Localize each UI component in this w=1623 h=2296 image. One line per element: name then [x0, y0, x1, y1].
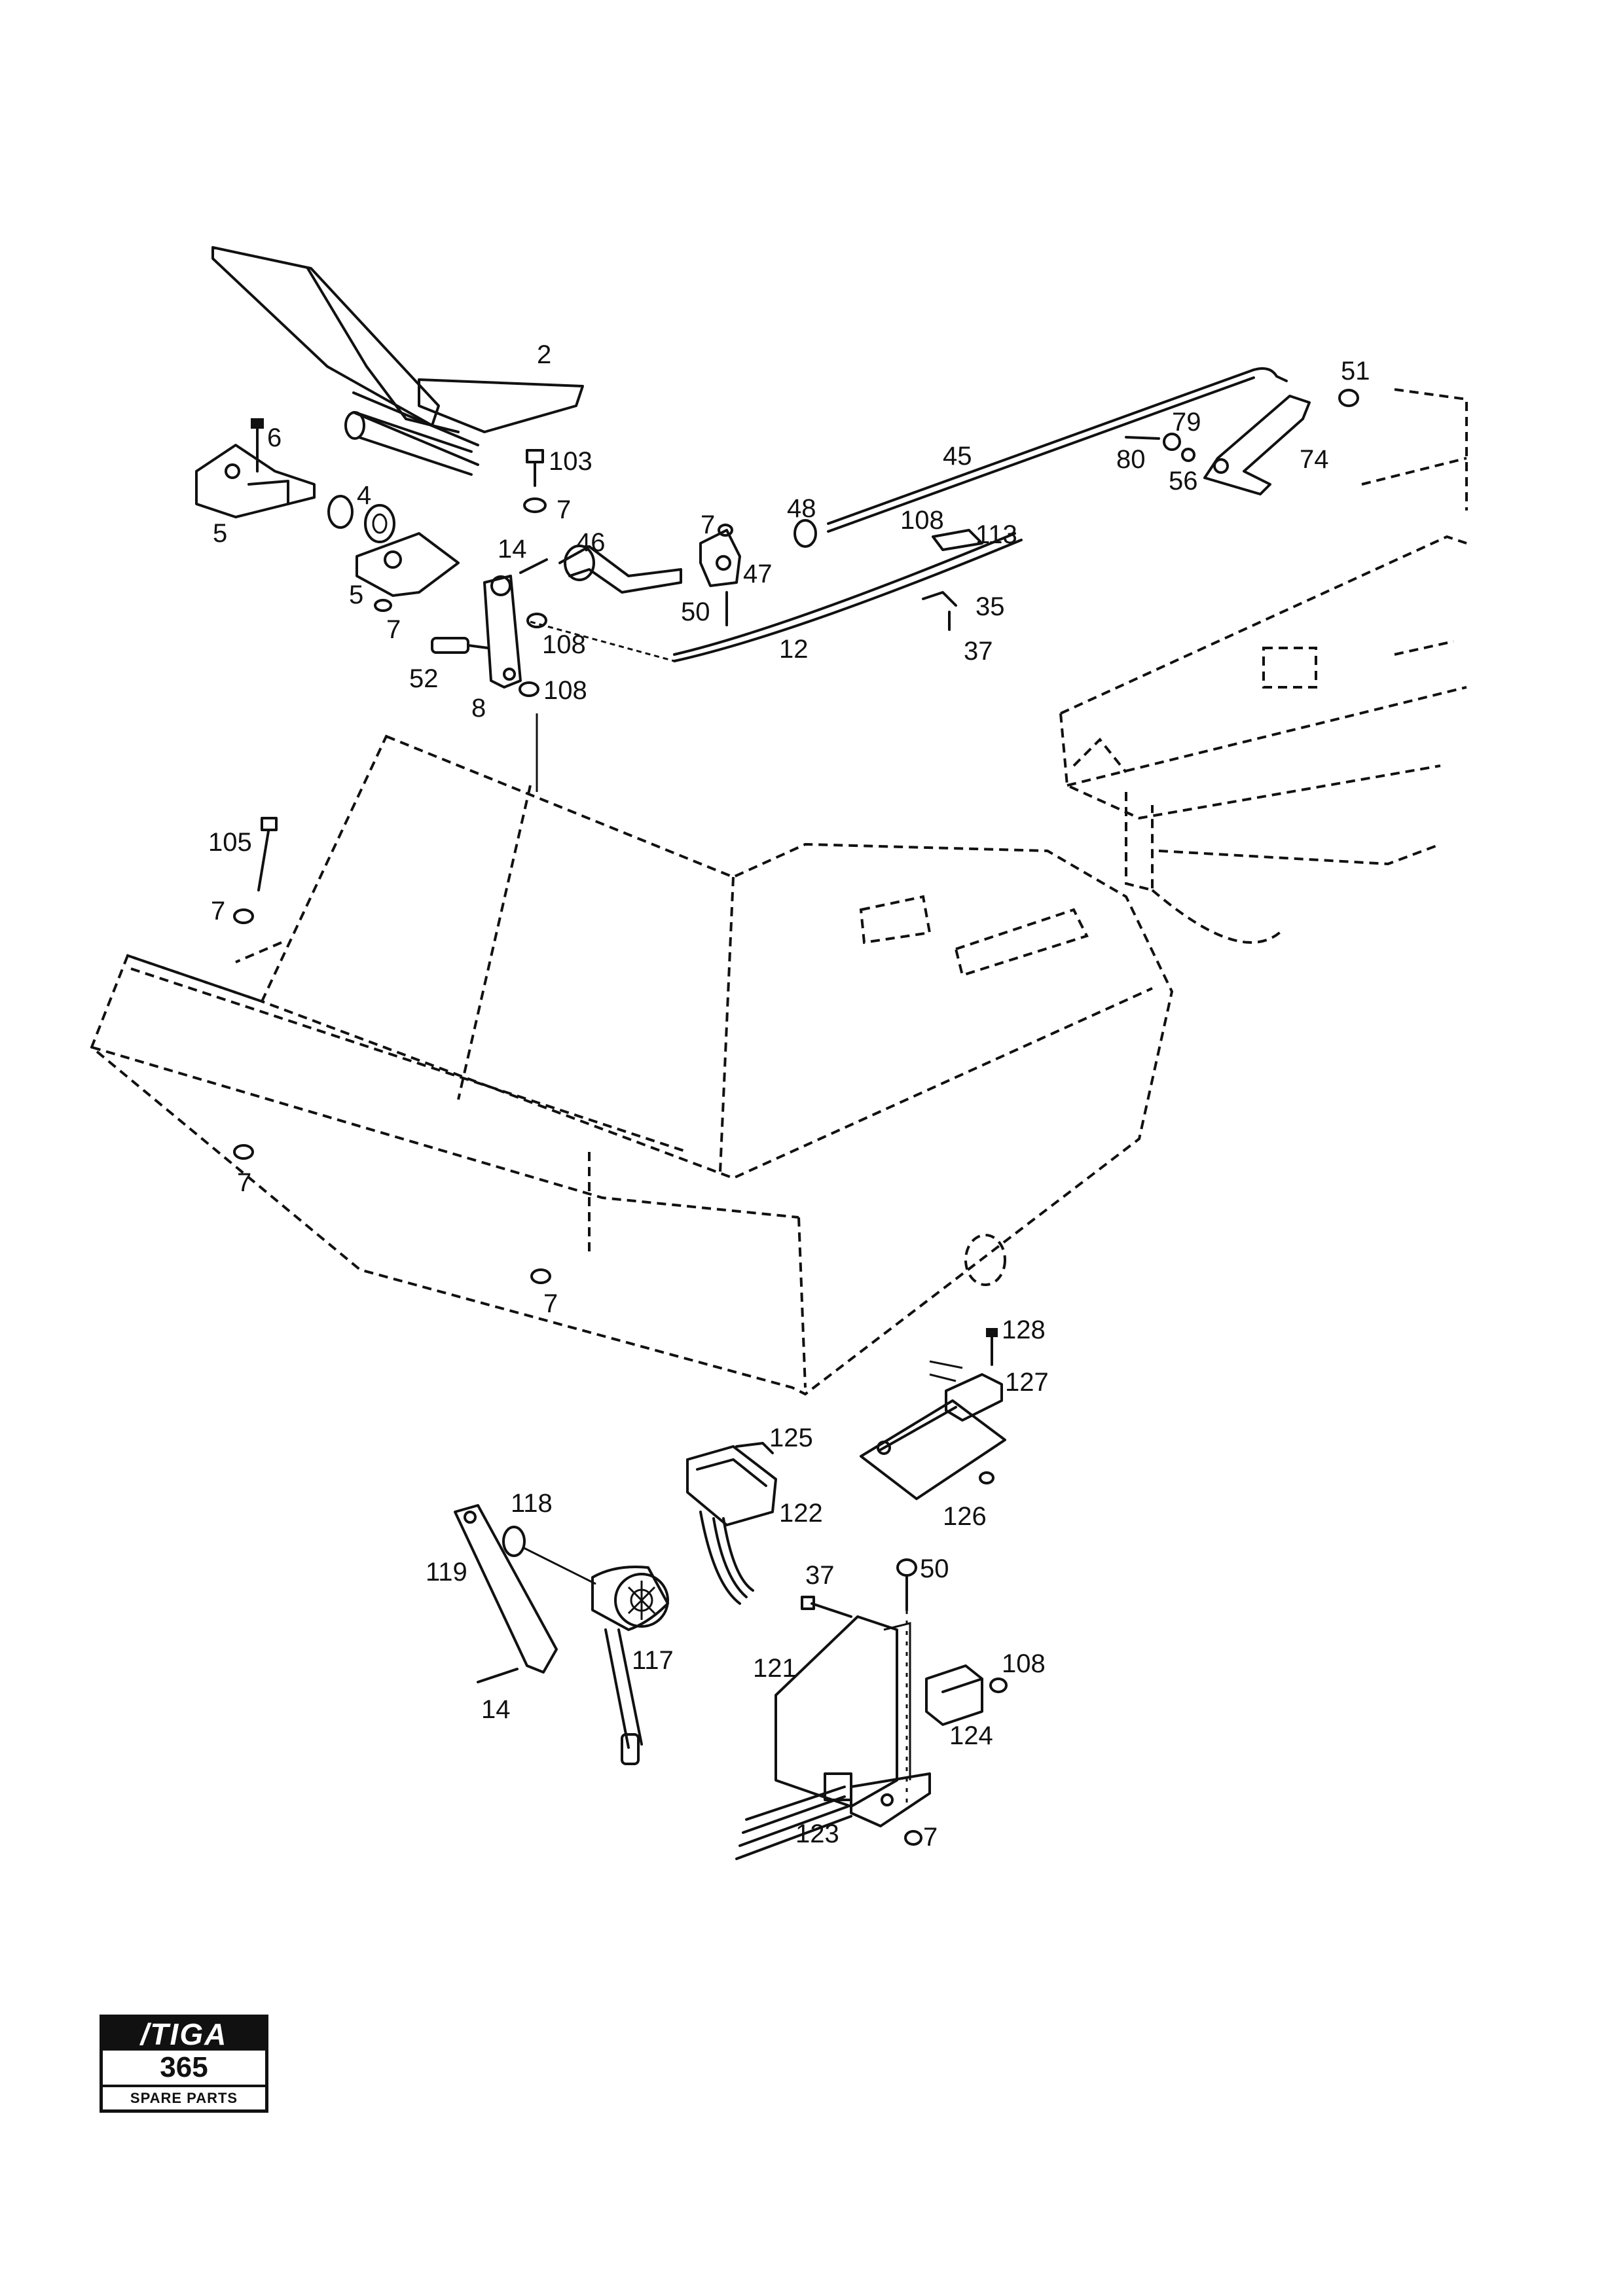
label-123: 123	[795, 1820, 839, 1848]
rod-part-45	[827, 367, 1288, 533]
label-121: 121	[753, 1654, 797, 1683]
label-48: 48	[787, 494, 816, 523]
label-12: 12	[779, 635, 809, 664]
stiga-logo: /TIGA 365 SPARE PARTS	[100, 2015, 268, 2113]
label-108b: 108	[543, 676, 587, 705]
nuts-small	[374, 599, 547, 697]
washers-79-80-56	[1125, 433, 1195, 462]
label-47: 47	[743, 560, 773, 588]
label-80: 80	[1116, 445, 1146, 474]
label-5b: 5	[349, 581, 363, 609]
label-126: 126	[943, 1502, 987, 1531]
cable-part-12	[530, 532, 1023, 662]
label-7e: 7	[237, 1168, 251, 1197]
label-45: 45	[943, 442, 972, 471]
label-108c: 108	[900, 506, 944, 535]
logo-model: 365	[103, 2051, 265, 2087]
screw-part-50	[896, 1558, 917, 1806]
nut-part-51	[1338, 389, 1359, 407]
label-56: 56	[1169, 467, 1198, 495]
label-108a: 108	[542, 630, 586, 659]
label-7d: 7	[211, 897, 225, 925]
label-113: 113	[976, 520, 1017, 549]
label-14b: 14	[481, 1695, 511, 1724]
bolt-part-103	[523, 449, 547, 513]
bracket-part-5	[195, 444, 316, 518]
lever-part-8	[483, 575, 522, 689]
label-128: 128	[1002, 1316, 1046, 1344]
clip-part-35	[922, 591, 957, 631]
label-127: 127	[1005, 1368, 1049, 1397]
bolt-part-6	[251, 418, 264, 473]
label-35: 35	[976, 592, 1005, 621]
sleeve-part-46	[558, 545, 682, 594]
label-7a: 7	[556, 495, 571, 524]
label-6: 6	[267, 423, 282, 452]
nut-part-7g	[904, 1830, 922, 1846]
bracket-part-121	[775, 1615, 931, 1827]
label-119: 119	[426, 1558, 467, 1587]
pedal-part-2	[211, 246, 584, 476]
label-50a: 50	[681, 598, 710, 626]
label-37a: 37	[964, 637, 993, 666]
pin-part-14	[519, 558, 548, 574]
bushings-part-4	[327, 495, 395, 543]
label-51: 51	[1341, 357, 1370, 386]
switch-part-127	[860, 1360, 1006, 1500]
label-7c: 7	[701, 511, 715, 539]
label-46: 46	[576, 528, 606, 557]
label-2: 2	[537, 340, 551, 369]
bolt-part-105	[233, 817, 278, 924]
label-8: 8	[471, 694, 486, 723]
nut-part-108	[989, 1677, 1008, 1693]
label-14a: 14	[498, 535, 527, 564]
knob-part-118	[502, 1526, 596, 1585]
label-125: 125	[769, 1424, 813, 1452]
harness-part-123	[735, 1772, 852, 1860]
body-panel	[90, 734, 1174, 1396]
label-7f: 7	[543, 1289, 558, 1318]
label-117: 117	[632, 1646, 674, 1675]
logo-brand: /TIGA	[103, 2018, 265, 2051]
bolt-part-52	[431, 637, 489, 654]
frame-outline	[1059, 388, 1468, 944]
label-122: 122	[779, 1499, 823, 1528]
label-4: 4	[357, 481, 371, 510]
bolt-part-37	[801, 1596, 852, 1618]
label-7b: 7	[386, 615, 401, 644]
label-79: 79	[1172, 408, 1201, 437]
label-124: 124	[949, 1721, 993, 1750]
bushing-part-48	[793, 519, 817, 548]
switch-part-122	[686, 1445, 777, 1605]
nuts-body	[233, 1144, 551, 1284]
label-74: 74	[1300, 445, 1329, 474]
label-105: 105	[208, 828, 252, 857]
label-118: 118	[511, 1489, 553, 1518]
label-108d: 108	[1002, 1649, 1046, 1678]
screw-part-128	[986, 1328, 998, 1366]
label-5a: 5	[213, 519, 227, 548]
lever-part-119	[454, 1504, 558, 1674]
relay-part-124	[925, 1664, 983, 1726]
label-37b: 37	[805, 1561, 835, 1590]
buzzer-part-117	[591, 1566, 669, 1765]
pin-part-14b	[477, 1668, 519, 1683]
label-103: 103	[549, 447, 593, 476]
arm-part-74	[1203, 395, 1311, 495]
part-labels: 2 6 103 7 4 5 5 7 14 46 7 48 47 50 108 5…	[208, 340, 1370, 1852]
label-7g: 7	[923, 1823, 938, 1852]
bracket-part-5b	[356, 532, 460, 597]
logo-caption: SPARE PARTS	[130, 2090, 238, 2106]
label-50b: 50	[920, 1554, 949, 1583]
label-52: 52	[409, 664, 439, 693]
clip-part-113	[932, 529, 983, 551]
bracket-part-47	[699, 524, 741, 626]
clip-part-125	[735, 1442, 774, 1454]
